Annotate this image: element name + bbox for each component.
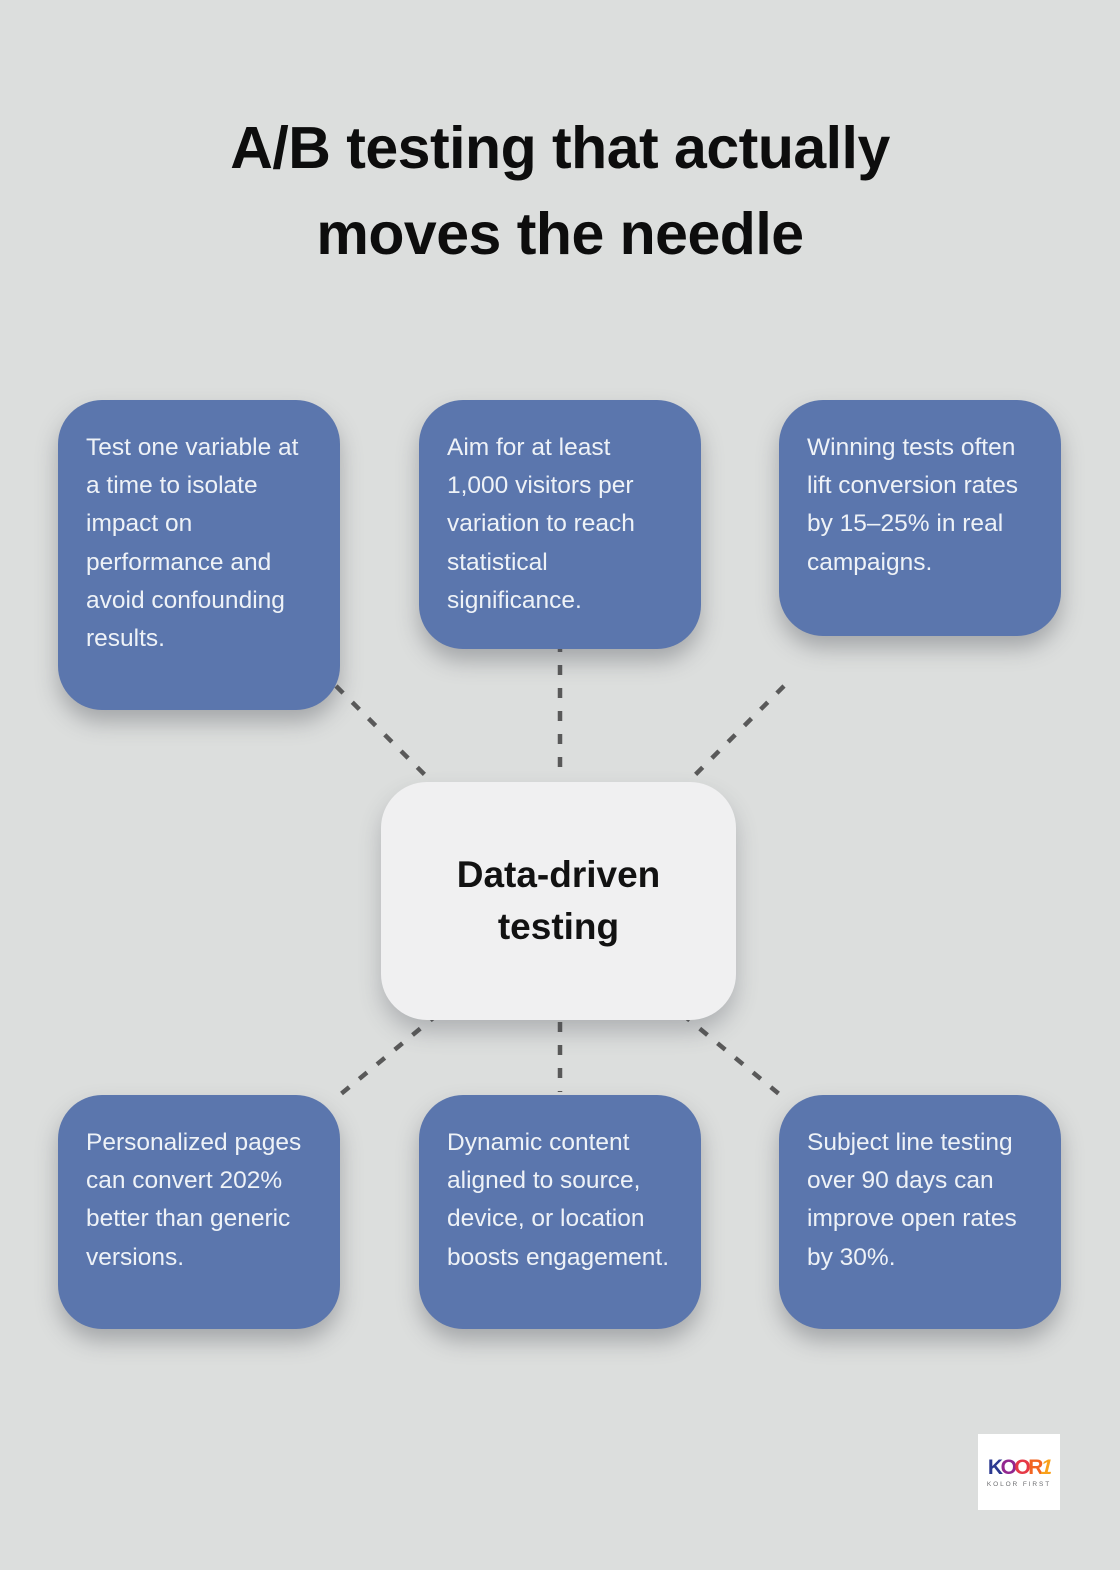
connector-top-left-line: [334, 684, 440, 790]
page-title: A/B testing that actually moves the need…: [0, 106, 1120, 277]
node-bottom-right: Subject line testing over 90 days can im…: [779, 1095, 1061, 1329]
node-bottom-left-text: Personalized pages can convert 202% bett…: [86, 1129, 302, 1271]
connector-bottom-right-line: [680, 1012, 786, 1100]
connector-bottom-left-line: [334, 1012, 440, 1100]
node-top-right: Winning tests often lift conversion rate…: [779, 400, 1061, 636]
brand-letter: R: [1028, 1455, 1043, 1479]
brand-letter: O: [1014, 1455, 1030, 1479]
node-top-center-text: Aim for at least 1,000 visitors per vari…: [447, 434, 635, 614]
node-bottom-center-text: Dynamic content aligned to source, devic…: [447, 1129, 670, 1271]
connector-top-right-line: [680, 684, 786, 790]
node-top-left-text: Test one variable at a time to isolate i…: [86, 434, 299, 653]
page-title-line-1: A/B testing that actually: [230, 115, 890, 181]
node-bottom-right-text: Subject line testing over 90 days can im…: [807, 1129, 1017, 1271]
center-node-label: Data-driven testing: [456, 854, 661, 947]
brand-logo-wordmark: KOOR1: [987, 1455, 1053, 1479]
brand-logo: KOOR1 KOLOR FIRST: [978, 1434, 1060, 1510]
node-bottom-center: Dynamic content aligned to source, devic…: [419, 1095, 701, 1329]
node-bottom-left: Personalized pages can convert 202% bett…: [58, 1095, 340, 1329]
brand-logo-tagline: KOLOR FIRST: [986, 1480, 1052, 1488]
node-top-right-text: Winning tests often lift conversion rate…: [807, 434, 1019, 576]
brand-letter: K: [987, 1455, 1003, 1479]
node-top-center: Aim for at least 1,000 visitors per vari…: [419, 400, 701, 650]
center-node: Data-driven testing: [381, 782, 736, 1020]
brand-letter: O: [1000, 1455, 1017, 1479]
page-title-line-2: moves the needle: [316, 200, 804, 267]
node-top-left: Test one variable at a time to isolate i…: [58, 400, 340, 710]
